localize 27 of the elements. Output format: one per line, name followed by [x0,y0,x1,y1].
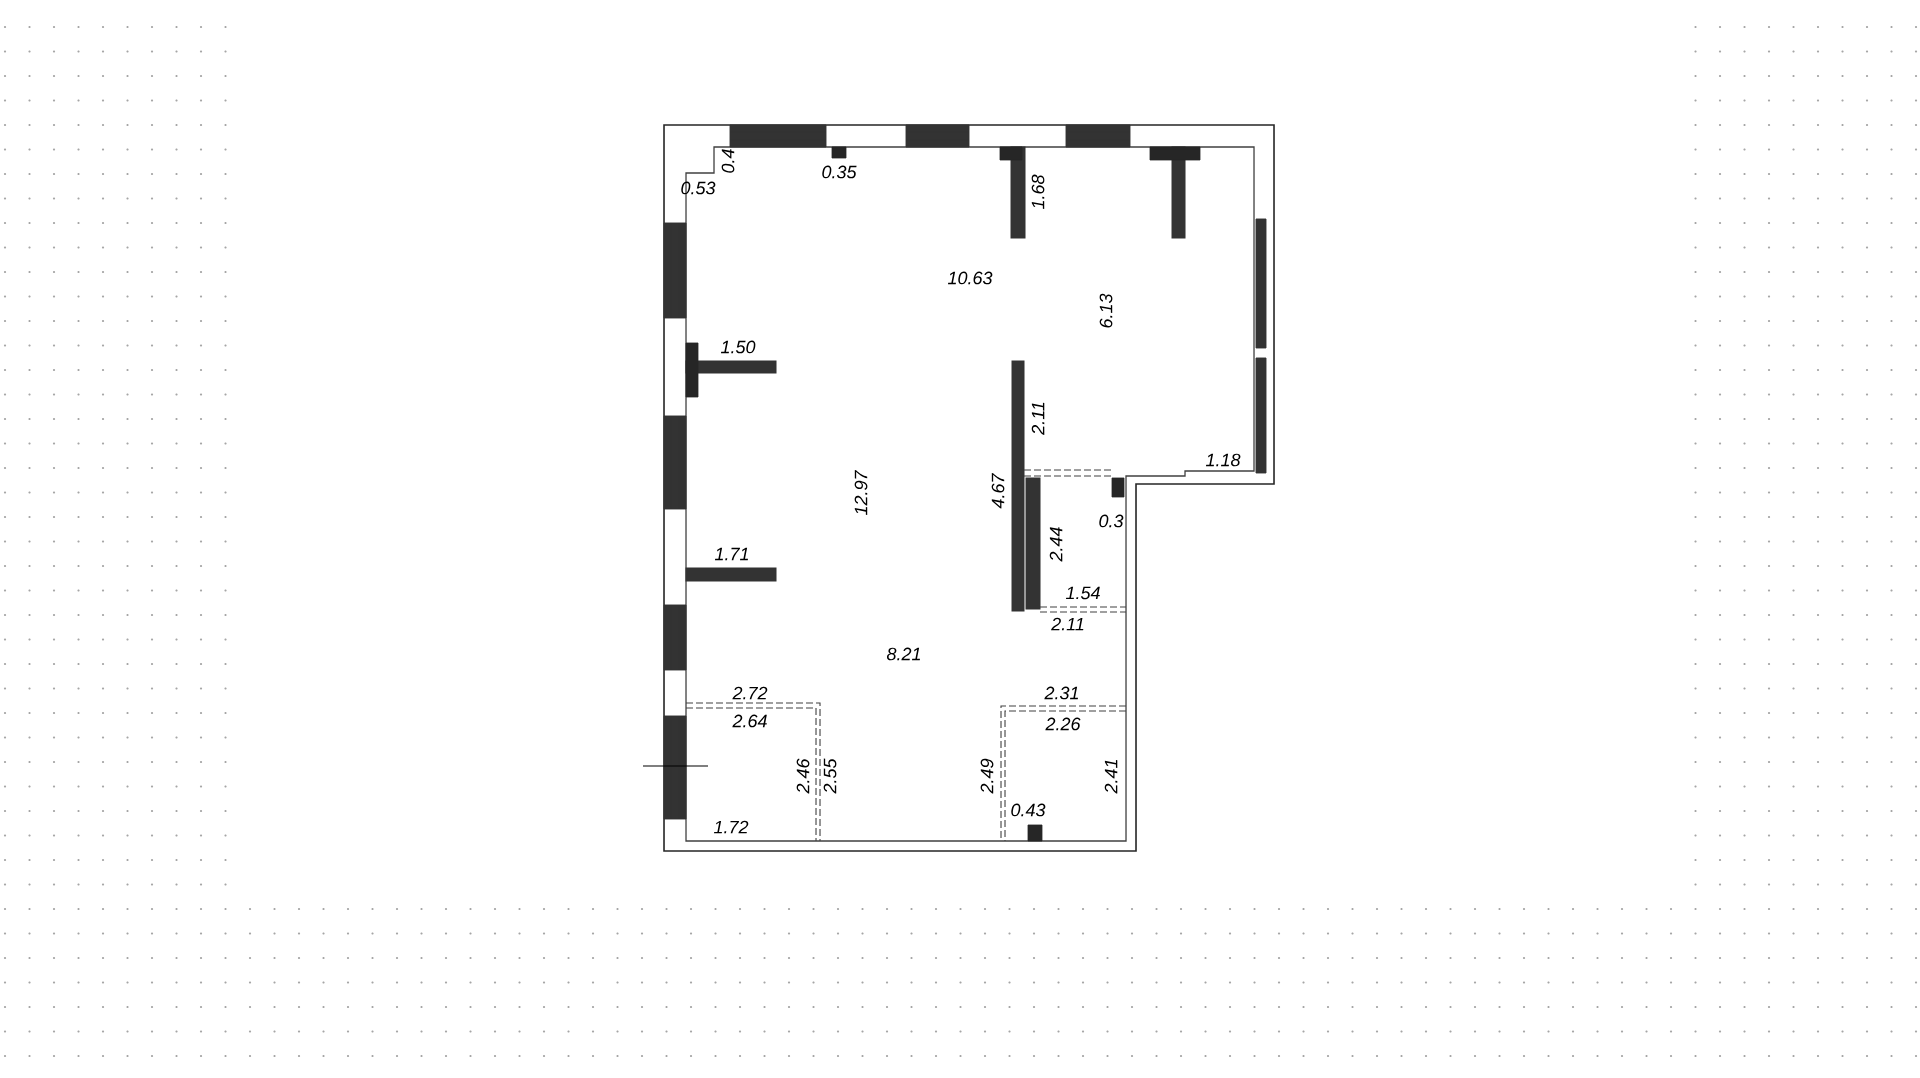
dimension-label: 12.97 [854,469,868,516]
dimension-label: 2.26 [1045,717,1081,731]
dimension-label: 0.43 [1011,803,1046,817]
dimension-label: 8.21 [886,647,920,661]
dimension-label: 1.50 [720,340,756,354]
dimension-label: 2.31 [1044,686,1078,700]
dimension-label: 6.13 [1099,293,1113,328]
dimension-label: 2.41 [1104,760,1118,794]
dimension-label: 2.64 [732,714,767,728]
dimension-label: 1.18 [1205,453,1241,467]
dimension-label: 2.11 [1031,402,1045,435]
dimension-label: 2.49 [980,758,994,794]
dimension-label: 2.55 [823,758,837,794]
dimension-label: 1.54 [1065,586,1100,600]
dimension-label: 0.35 [822,165,857,179]
dimension-label: 0.53 [681,181,716,195]
dimension-label: 2.44 [1049,527,1063,562]
dimension-label: 0.4 [721,149,735,173]
dimension-label: 1.72 [713,820,749,834]
dimension-label: 1.71 [714,547,748,561]
dimension-label: 2.46 [796,758,810,794]
dimension-label: 0.3 [1099,514,1124,528]
dimension-label: 10.63 [947,271,993,285]
dimension-label: 2.72 [732,686,768,700]
dimension-label: 4.67 [991,472,1005,509]
dimension-label: 2.11 [1051,617,1084,631]
dimension-label: 1.68 [1031,174,1045,210]
